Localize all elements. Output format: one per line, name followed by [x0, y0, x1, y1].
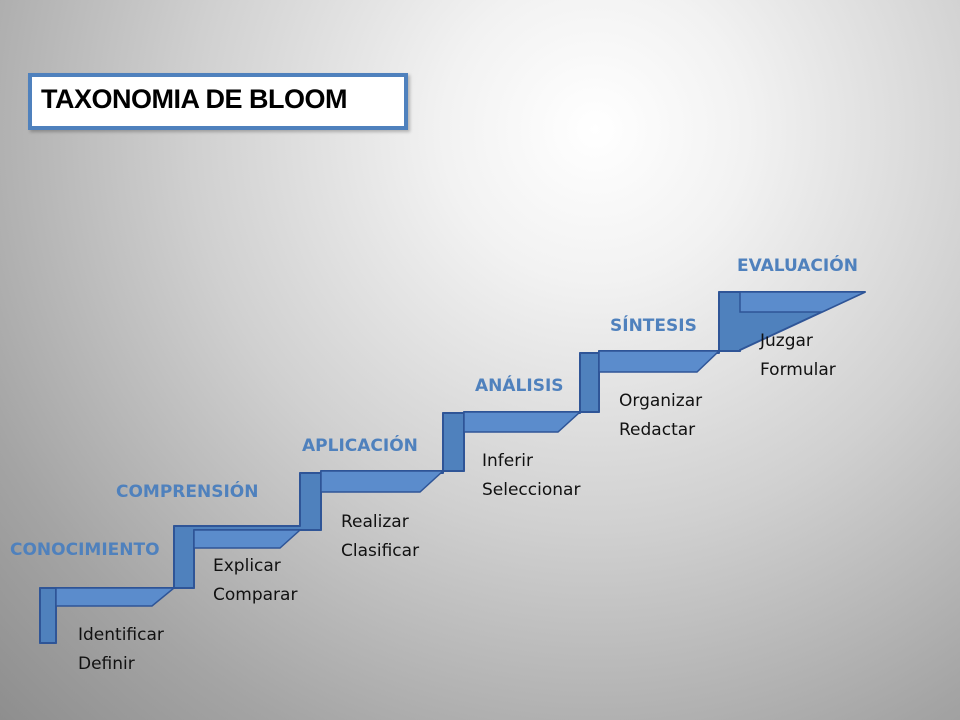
verb-item: Realizar: [341, 512, 409, 532]
level-label-sintesis: SÍNTESIS: [610, 316, 697, 336]
verb-item: Organizar: [619, 391, 703, 411]
verb-item: Comparar: [213, 585, 298, 605]
level-label-analisis: ANÁLISIS: [475, 376, 564, 396]
verbs-comprension: Explicar Comparar: [213, 552, 297, 610]
verbs-analisis: Inferir Seleccionar: [482, 447, 580, 505]
verbs-aplicacion: Realizar Clasificar: [341, 508, 419, 566]
stair-tread-6: [739, 291, 866, 313]
page-title: TAXONOMIA DE BLOOM: [41, 84, 347, 114]
verb-item: Seleccionar: [482, 480, 581, 500]
title-box: TAXONOMIA DE BLOOM: [28, 73, 408, 130]
stair-tread-5: [598, 350, 721, 373]
level-label-comprension: COMPRENSIÓN: [116, 482, 259, 502]
verb-item: Inferir: [482, 451, 533, 471]
level-label-aplicacion: APLICACIÓN: [302, 436, 418, 456]
level-label-evaluacion: EVALUACIÓN: [737, 256, 858, 276]
verb-item: Definir: [78, 654, 135, 674]
verb-item: Redactar: [619, 420, 696, 440]
verb-item: Formular: [760, 360, 836, 380]
verb-item: Juzgar: [760, 331, 813, 351]
verbs-sintesis: Organizar Redactar: [619, 387, 702, 445]
stair-tread-1: [55, 587, 177, 607]
verb-item: Explicar: [213, 556, 281, 576]
stair-tread-4: [463, 411, 582, 433]
verb-item: Identificar: [78, 625, 164, 645]
verbs-evaluacion: Juzgar Formular: [760, 327, 836, 385]
verbs-conocimiento: Identificar Definir: [78, 621, 164, 679]
stair-tread-2: [193, 529, 302, 549]
stair-tread-3: [320, 470, 445, 493]
verb-item: Clasificar: [341, 541, 420, 561]
level-label-conocimiento: CONOCIMIENTO: [10, 540, 160, 560]
